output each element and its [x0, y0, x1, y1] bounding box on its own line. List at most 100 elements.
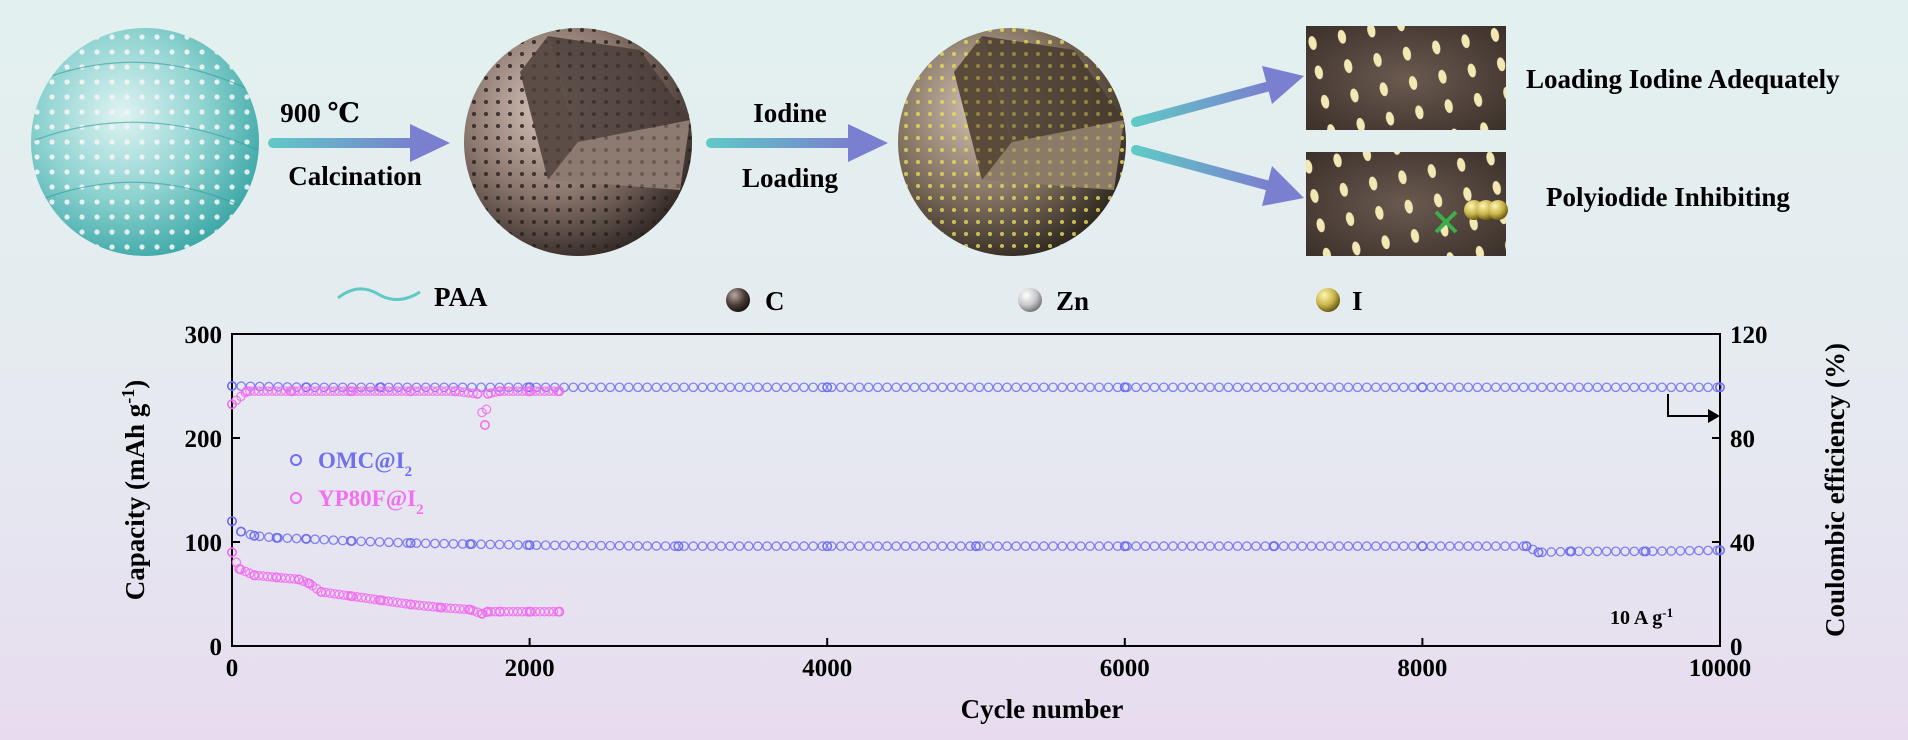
omc-capacity-trace-marker: [725, 541, 736, 552]
omc-capacity-trace-marker: [799, 541, 809, 552]
right-axis-pointer-icon: [1667, 394, 1720, 423]
omc-efficiency-trace-marker: [836, 382, 846, 393]
omc-capacity-trace-marker: [1694, 545, 1704, 556]
omc-capacity-trace-marker: [522, 540, 533, 550]
omc-efficiency-trace-marker: [872, 382, 883, 393]
omc-capacity-trace-marker: [1555, 546, 1566, 557]
omc-capacity-trace-marker: [1149, 541, 1160, 552]
omc-capacity-trace-marker: [1638, 546, 1649, 557]
yp80f-efficiency-point: [241, 386, 252, 397]
omc-capacity-trace-marker: [1140, 541, 1151, 552]
omc-capacity-trace-marker: [1463, 541, 1474, 552]
omc-efficiency-trace-marker: [1509, 382, 1520, 393]
yp80f-capacity-trace-marker: [548, 606, 559, 617]
omc-capacity-trace-marker: [836, 541, 846, 552]
omc-efficiency-trace-marker: [1103, 382, 1114, 393]
omc-capacity-trace-marker: [817, 541, 828, 552]
y-right-tick-label: 0: [1730, 634, 1743, 661]
omc-efficiency-trace-marker: [974, 382, 985, 393]
yp80f-capacity-trace-marker: [347, 591, 358, 602]
yp80f-capacity-trace-marker: [298, 576, 309, 587]
yp80f-efficiency-point: [479, 419, 490, 430]
omc-efficiency-trace-marker: [1186, 382, 1197, 393]
omc-efficiency-trace-marker: [919, 382, 929, 393]
blocked-cross-icon: [1434, 210, 1458, 234]
step2-bottom-label: Loading: [742, 163, 839, 193]
legend-i-label: I: [1352, 286, 1363, 316]
omc-efficiency-trace-marker: [651, 382, 662, 393]
omc-capacity-trace-marker: [227, 516, 237, 527]
omc-capacity-trace-marker: [845, 541, 855, 552]
omc-efficiency-trace-marker: [1131, 382, 1141, 393]
omc-capacity-trace-marker: [1057, 541, 1068, 552]
omc-capacity-trace-marker: [328, 535, 339, 545]
omc-capacity-trace-marker: [863, 541, 874, 552]
omc-capacity-trace-marker: [1297, 541, 1308, 552]
omc-efficiency-trace-marker: [1361, 382, 1372, 393]
omc-efficiency-trace-marker: [882, 382, 892, 393]
omc-capacity-point: [1533, 547, 1544, 558]
omc-capacity-trace-marker: [679, 541, 689, 552]
omc-efficiency-trace-marker: [1712, 382, 1723, 393]
omc-capacity-trace-marker: [1684, 545, 1695, 556]
omc-efficiency-trace-marker: [734, 382, 745, 393]
omc-capacity-trace-marker: [716, 541, 726, 552]
omc-efficiency-trace-marker: [928, 382, 938, 393]
omc-efficiency-trace-marker: [1260, 382, 1271, 393]
loading-arrow: Iodine Loading: [706, 98, 888, 193]
x-tick-label: 6000: [1100, 655, 1150, 682]
omc-efficiency-trace-marker: [706, 382, 717, 393]
omc-capacity-trace-marker: [1666, 546, 1677, 556]
omc-capacity-trace-marker: [872, 541, 883, 552]
omc-efficiency-trace-marker: [1463, 382, 1474, 393]
omc-capacity-trace-marker: [1177, 541, 1188, 552]
omc-capacity-trace-marker: [633, 541, 643, 551]
omc-efficiency-trace-marker: [1011, 382, 1022, 393]
omc-efficiency-trace-marker: [909, 382, 920, 393]
omc-capacity-trace-marker: [236, 526, 247, 537]
legend-omc-label: OMC@I2: [318, 448, 412, 480]
omc-capacity-trace-marker: [651, 541, 662, 551]
omc-capacity-trace-marker: [1537, 547, 1547, 558]
omc-capacity-trace-marker: [1039, 541, 1049, 552]
omc-capacity-trace-marker: [1075, 541, 1086, 552]
omc-capacity-trace-marker: [1029, 541, 1040, 552]
omc-capacity-trace-marker: [559, 540, 569, 551]
omc-efficiency-trace-marker: [1232, 382, 1243, 393]
omc-efficiency-trace-marker: [1638, 382, 1649, 393]
omc-capacity-trace-marker: [1158, 541, 1169, 552]
omc-capacity-trace-marker: [1103, 541, 1114, 552]
omc-capacity-trace-marker: [762, 541, 772, 552]
omc-capacity-trace-marker: [254, 531, 265, 542]
omc-efficiency-trace-marker: [1075, 382, 1086, 393]
omc-capacity-trace-marker: [1592, 546, 1603, 557]
omc-capacity-trace-marker: [300, 534, 311, 544]
omc-efficiency-trace-marker: [1620, 382, 1630, 393]
omc-capacity-trace-marker: [467, 539, 477, 549]
omc-capacity-trace-marker: [1564, 546, 1575, 557]
omc-capacity-trace-marker: [485, 539, 496, 550]
omc-capacity-trace-marker: [1417, 541, 1427, 552]
omc-capacity-trace-marker: [1168, 541, 1178, 552]
omc-efficiency-trace-marker: [1546, 382, 1557, 393]
omc-efficiency-trace-marker: [1149, 382, 1160, 393]
omc-capacity-trace-marker: [1472, 541, 1483, 552]
omc-capacity-trace-marker: [1361, 541, 1372, 552]
carbon-ball-icon: [726, 288, 750, 312]
plot-frame: [231, 333, 1721, 647]
omc-efficiency-trace-marker: [1491, 382, 1501, 393]
omc-efficiency-trace-marker: [642, 382, 653, 393]
omc-efficiency-trace-marker: [1684, 382, 1695, 393]
omc-efficiency-trace-marker: [1177, 382, 1188, 393]
yp80f-capacity-trace-marker: [365, 593, 376, 604]
omc-efficiency-trace-marker: [1610, 382, 1621, 393]
omc-capacity-trace-marker: [753, 541, 763, 552]
carbon-sphere: [464, 28, 692, 256]
x-tick-label: 0: [226, 655, 239, 682]
polyiodide-chain-icon: [1464, 200, 1508, 220]
omc-efficiency-trace-marker: [1583, 382, 1594, 393]
omc-efficiency-trace-marker: [1140, 382, 1151, 393]
omc-capacity-trace-marker: [1288, 541, 1298, 552]
